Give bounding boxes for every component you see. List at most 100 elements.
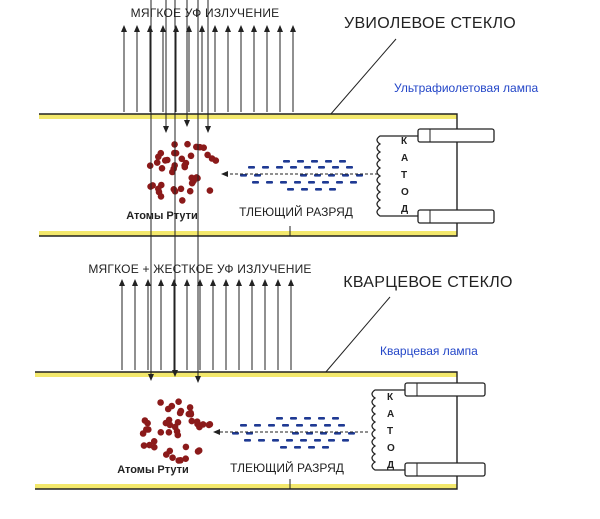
uviol-electron	[311, 160, 318, 163]
uviol-electron	[287, 188, 294, 191]
quartz-electron	[334, 432, 341, 435]
uviol-electron	[304, 166, 311, 169]
quartz-electron	[232, 432, 239, 435]
uviol-electron	[297, 160, 304, 163]
quartz-mercury-atom	[182, 443, 190, 451]
quartz-mercury-atom	[169, 454, 176, 462]
uviol-electron	[254, 174, 261, 177]
quartz-electron	[338, 424, 345, 427]
uviol-electron	[300, 174, 307, 177]
quartz-electron	[300, 439, 307, 442]
quartz-glass-top	[35, 372, 457, 377]
uviol-tube-outline	[39, 113, 458, 237]
quartz-mercury-atom	[150, 438, 158, 445]
quartz-glass-pointer	[324, 296, 391, 374]
uviol-mercury-atom	[186, 187, 194, 195]
quartz-mercury-atom	[163, 451, 170, 458]
quartz-discharge-label: ТЛЕЮЩИЙ РАЗРЯД	[230, 460, 344, 475]
quartz-electron	[304, 417, 311, 420]
quartz-cathode-letter: К	[387, 392, 394, 403]
quartz-cathode-letter: О	[387, 443, 395, 454]
uviol-electron	[252, 181, 259, 184]
quartz-electron	[276, 417, 283, 420]
quartz-electron	[322, 446, 329, 449]
quartz-electron	[240, 424, 247, 427]
quartz-mercury-atom	[193, 418, 201, 426]
uviol-electrode-pin-upper	[417, 128, 495, 143]
quartz-electron	[246, 432, 253, 435]
uviol-mercury-atom	[161, 157, 169, 164]
quartz-mercury-atom	[177, 407, 185, 415]
quartz-electron	[320, 432, 327, 435]
quartz-atoms-label: Атомы Ртути	[117, 464, 189, 476]
quartz-mercury-atom	[175, 398, 182, 406]
quartz-lamp-label: Кварцевая лампа	[380, 344, 478, 358]
quartz-electron	[244, 439, 251, 442]
quartz-electron	[308, 446, 315, 449]
quartz-electron	[324, 424, 331, 427]
uviol-electron	[248, 166, 255, 169]
uviol-electron	[336, 181, 343, 184]
quartz-electron	[314, 439, 321, 442]
quartz-mercury-atom	[143, 426, 150, 433]
uviol-mercury-atom	[184, 140, 191, 148]
uviol-cathode-letter: Д	[401, 204, 408, 215]
uviol-mercury-atom	[155, 185, 162, 193]
uviol-electron	[283, 160, 290, 163]
quartz-glass-bottom	[35, 484, 457, 489]
uviol-mercury-atom	[155, 153, 162, 161]
quartz-mercury-atom	[157, 399, 164, 406]
quartz-electron	[318, 417, 325, 420]
quartz-mercury-atom	[141, 417, 149, 424]
uviol-mercury-atom	[181, 163, 189, 171]
quartz-excitation-arrows	[148, 0, 201, 383]
uviol-electron	[328, 174, 335, 177]
quartz-cathode-letter: Д	[387, 460, 394, 471]
uviol-electron	[332, 166, 339, 169]
uviol-cathode-letter: К	[401, 136, 408, 147]
quartz-cathode-leads	[390, 389, 405, 471]
quartz-lamp-panel: МЯГКОЕ + ЖЕСТКОЕ УФ ИЗЛУЧЕНИЕ КВАРЦЕВОЕ …	[35, 0, 512, 490]
uviol-glass-bottom	[39, 231, 457, 236]
quartz-radiation-rays	[119, 279, 294, 370]
uviol-electron	[325, 160, 332, 163]
uviol-mercury-atom	[146, 162, 154, 169]
quartz-electron	[254, 424, 261, 427]
quartz-electron	[292, 432, 299, 435]
quartz-mercury-atom	[186, 404, 194, 411]
quartz-mercury-atom	[182, 455, 189, 463]
quartz-mercury-atom	[165, 416, 173, 424]
quartz-mercury-atom	[164, 405, 172, 413]
uviol-mercury-atom	[153, 159, 161, 166]
uviol-electron	[262, 166, 269, 169]
uviol-cathode-leads	[395, 135, 418, 217]
quartz-electron	[332, 417, 339, 420]
uviol-discharge-label: ТЛЕЮЩИЙ РАЗРЯД	[239, 204, 353, 219]
quartz-cathode-letter: А	[387, 409, 394, 420]
quartz-mercury-atom	[188, 417, 196, 425]
quartz-cathode: К А Т О Д	[371, 382, 486, 477]
uviol-electron	[346, 166, 353, 169]
uviol-electron	[322, 181, 329, 184]
quartz-cathode-letter: Т	[387, 426, 393, 437]
uviol-cathode-letter: Т	[401, 170, 407, 181]
quartz-electron	[328, 439, 335, 442]
quartz-electron	[310, 424, 317, 427]
quartz-electrode-pin-upper	[404, 382, 486, 397]
uviol-atoms-label: Атомы Ртути	[126, 210, 198, 222]
quartz-electron	[272, 439, 279, 442]
quartz-electrons	[232, 417, 355, 449]
uviol-mercury-atom	[204, 151, 211, 159]
quartz-radiation-label: МЯГКОЕ + ЖЕСТКОЕ УФ ИЗЛУЧЕНИЕ	[88, 262, 311, 276]
uviol-cathode: К А Т О Д	[376, 128, 495, 224]
uviol-radiation-label: МЯГКОЕ УФ ИЗЛУЧЕНИЕ	[131, 6, 280, 20]
quartz-electron	[306, 432, 313, 435]
quartz-tube-outline	[35, 371, 458, 490]
quartz-mercury-atom	[187, 409, 194, 417]
uviol-electron	[280, 181, 287, 184]
quartz-electron	[268, 424, 275, 427]
uviol-mercury-atom	[190, 177, 197, 185]
quartz-electron	[282, 424, 289, 427]
quartz-mercury-atom	[196, 423, 203, 431]
